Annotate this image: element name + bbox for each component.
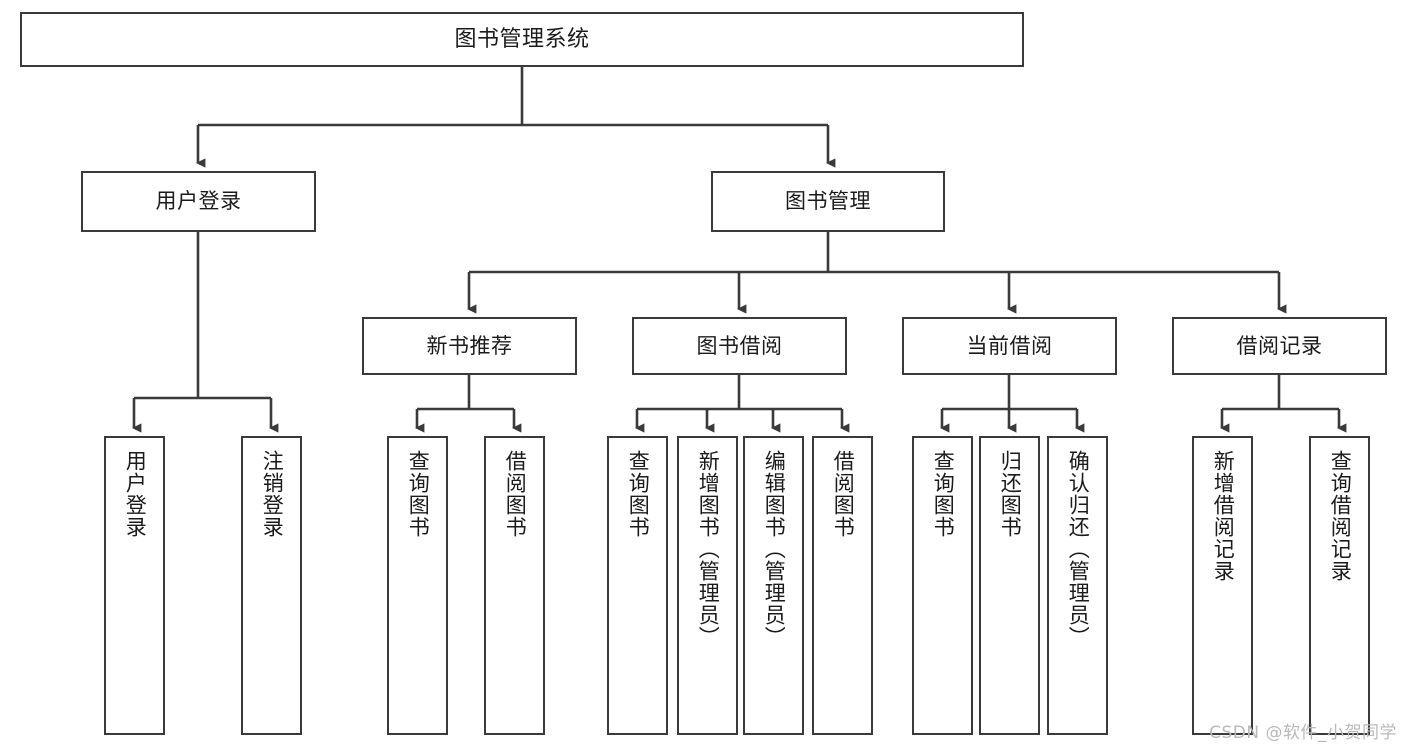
node-label: 查询图书 xyxy=(626,450,651,538)
node-label: 用户登录 xyxy=(155,189,242,214)
node-label: 新书推荐 xyxy=(426,333,513,358)
node-label: 当前借阅 xyxy=(966,333,1053,358)
node-label: 归还图书 xyxy=(998,450,1023,538)
leaf-recommend-query-book[interactable]: 查询图书 xyxy=(387,436,448,735)
leaf-current-query-book[interactable]: 查询图书 xyxy=(912,436,973,735)
node-book-borrow[interactable]: 图书借阅 xyxy=(632,317,847,375)
node-root-book-management-system[interactable]: 图书管理系统 xyxy=(20,12,1024,67)
node-current-borrow[interactable]: 当前借阅 xyxy=(902,317,1117,375)
leaf-borrow-add-book-admin[interactable]: 新增图书（管理员） xyxy=(677,436,738,735)
node-label: 图书管理系统 xyxy=(454,26,590,52)
node-user-login[interactable]: 用户登录 xyxy=(81,171,316,232)
node-label: 编辑图书（管理员） xyxy=(762,450,787,648)
node-label: 新增图书（管理员） xyxy=(696,450,721,648)
node-label: 查询图书 xyxy=(931,450,956,538)
leaf-current-return-book[interactable]: 归还图书 xyxy=(979,436,1040,735)
node-label: 图书管理 xyxy=(785,189,871,214)
node-label: 查询图书 xyxy=(406,450,431,538)
node-label: 图书借阅 xyxy=(696,333,783,358)
leaf-current-confirm-return-admin[interactable]: 确认归还（管理员） xyxy=(1047,436,1108,735)
node-label: 借阅图书 xyxy=(503,450,528,538)
node-label: 借阅图书 xyxy=(831,450,856,538)
leaf-borrow-edit-book-admin[interactable]: 编辑图书（管理员） xyxy=(743,436,804,735)
leaf-logout-login[interactable]: 注销登录 xyxy=(241,436,302,735)
node-borrow-record[interactable]: 借阅记录 xyxy=(1172,317,1387,375)
node-label: 查询借阅记录 xyxy=(1328,450,1353,582)
node-label: 新增借阅记录 xyxy=(1211,450,1236,582)
node-label: 借阅记录 xyxy=(1236,333,1323,358)
leaf-record-add-borrow-record[interactable]: 新增借阅记录 xyxy=(1192,436,1253,735)
leaf-borrow-borrow-book[interactable]: 借阅图书 xyxy=(812,436,873,735)
leaf-user-login[interactable]: 用户登录 xyxy=(104,436,165,735)
node-book-management[interactable]: 图书管理 xyxy=(711,171,945,232)
csdn-watermark: CSDN @软件_小贺同学 xyxy=(1209,723,1397,743)
node-label: 用户登录 xyxy=(123,450,148,538)
leaf-recommend-borrow-book[interactable]: 借阅图书 xyxy=(484,436,545,735)
leaf-record-query-borrow-record[interactable]: 查询借阅记录 xyxy=(1309,436,1370,735)
leaf-borrow-query-book[interactable]: 查询图书 xyxy=(607,436,668,735)
node-label: 确认归还（管理员） xyxy=(1066,450,1091,648)
node-new-book-recommend[interactable]: 新书推荐 xyxy=(362,317,577,375)
node-label: 注销登录 xyxy=(260,450,285,538)
